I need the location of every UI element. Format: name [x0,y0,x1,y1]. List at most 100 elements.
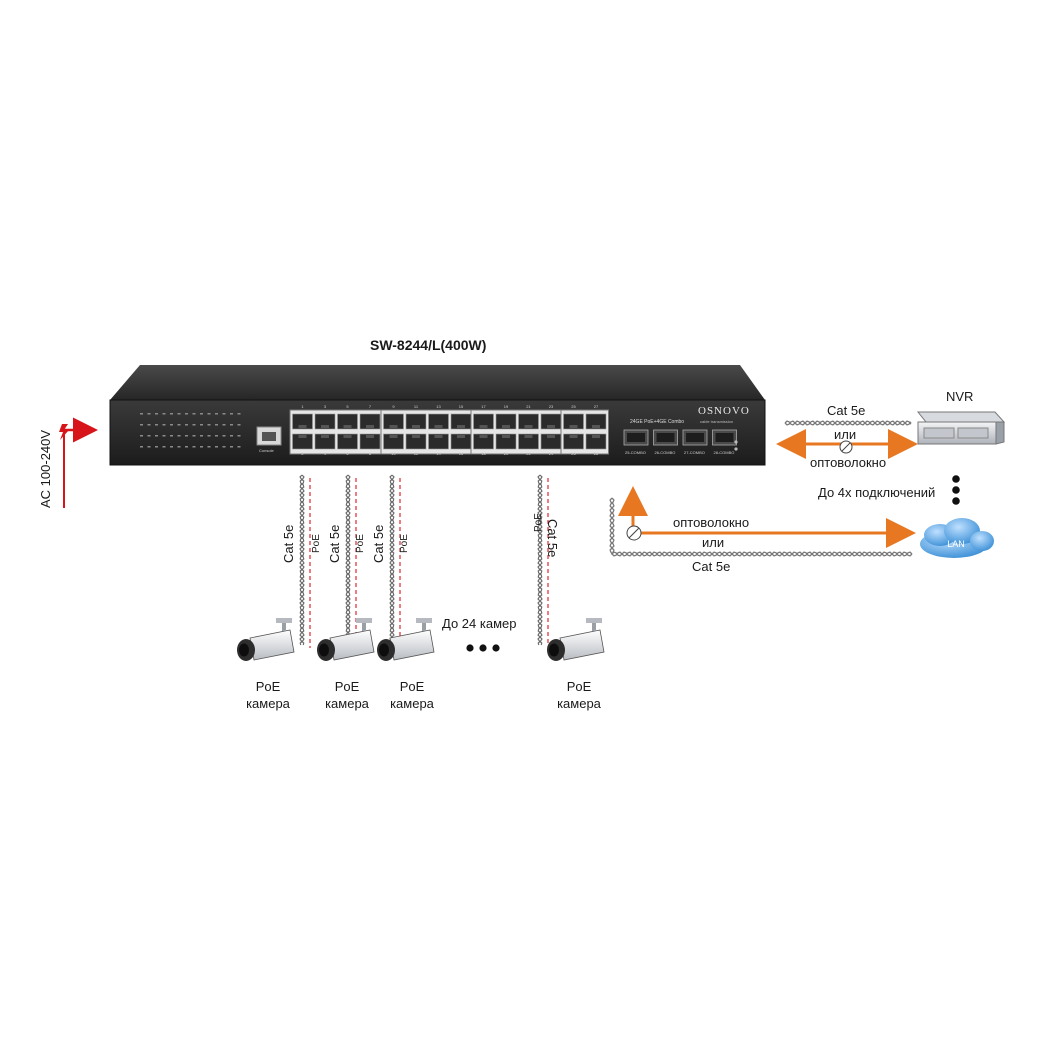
cat5e-cable [537,474,543,646]
status-led [215,435,218,437]
lan-cloud-label: LAN [947,539,965,549]
status-led [147,435,151,437]
rj45-port-tab [592,435,600,438]
port-number-top: 11 [413,404,419,409]
camera-body [249,629,295,661]
nvr-device [916,411,1006,445]
power-label: AC 100-240V [38,429,53,508]
dot [479,644,487,652]
status-led [230,413,233,415]
port-number-bottom: 8 [368,451,372,456]
pwr-led [734,447,738,451]
sys-led [734,440,738,444]
camera-lens [549,643,559,657]
status-led [207,446,211,448]
rj45-port-tab [547,425,555,428]
rj45-port-tab [524,425,533,428]
port-number-top: 25 [571,404,576,409]
status-led [200,435,203,437]
rj45-port-tab [298,435,307,438]
rj45-port [359,413,381,430]
poe-label: PoE [399,534,410,553]
status-led [162,435,166,437]
panel-caption: 24GE PoE+4GE Combo [630,419,685,425]
status-led-panel [140,413,241,448]
nvr-cat5e-cable-twist [784,420,912,426]
camera-count-label: До 24 камер [442,616,517,631]
status-led [222,446,226,448]
status-led [222,435,226,437]
lan-cloud-icon: LAN [920,518,994,558]
port-number-bottom: 10 [391,451,396,456]
camera-mount [362,622,366,631]
lightning-icon [59,424,69,440]
cable-type-label: Cat 5e [371,524,386,563]
camera-mount [592,622,596,631]
status-led [230,424,233,426]
rj45-port [473,433,494,450]
port-number-top: 5 [346,404,349,409]
dot [492,644,500,652]
cable-type-label: Cat 5e [545,519,560,558]
rj45-port-tab [389,425,398,428]
camera-mount-base [586,618,602,623]
lan-fiber-label: оптоволокно [673,515,750,530]
combo-port-label: 28-COMBO [713,450,735,455]
status-led [222,424,226,426]
rj45-port-tab [479,425,488,428]
nvr-cable-label: Cat 5e [827,403,866,418]
rj45-port-tab [366,435,374,438]
switch-model-title: SW-8244/L(400W) [370,337,487,353]
brand-tagline: cable transmission [700,419,734,424]
dot [466,644,474,652]
combo-port-label: 27-COMBO [684,450,705,455]
nvr-uplink [776,420,918,459]
sfp-port-slot [656,433,675,442]
ip-camera-icon [317,618,375,661]
rj45-port-tab [298,425,307,428]
status-led [177,446,181,448]
status-led [192,446,196,448]
port-number-top: 27 [593,404,599,409]
status-led [162,424,166,426]
status-led [185,413,188,415]
nvr-top [916,411,1006,423]
port-number-bottom: 4 [323,451,327,456]
status-led [155,435,158,437]
status-led [155,424,158,426]
status-led [170,424,173,426]
status-led [207,424,211,426]
lan-cable-label: Cat 5e [692,559,731,574]
nvr-bay [923,427,955,439]
status-led [140,435,143,437]
rj45-port-tab [389,435,398,438]
status-led [170,413,173,415]
rj45-port [383,413,404,430]
port-number-bottom: 16 [458,451,464,456]
camera-caption-line1: PoE [399,679,425,694]
camera-mount-base [356,618,372,623]
rj45-port-tab [434,435,443,438]
status-led [147,446,151,448]
camera-lens [239,643,249,657]
rj45-port-tab [569,435,578,438]
rj45-port-tab [321,435,329,438]
port-number-bottom: 26 [571,451,576,456]
camera-caption-line2: камера [246,696,290,711]
rj45-port [292,433,313,450]
status-led [200,413,203,415]
status-led [140,413,143,415]
status-led [200,446,203,448]
nvr-bay [957,427,989,439]
rj45-port [314,433,336,450]
rj45-port [563,413,584,430]
lan-or-label: или [702,535,725,550]
camera-caption-line1: PoE [334,679,360,694]
rj45-port [405,413,427,430]
combo-port-label: 25-COMBO [625,450,646,455]
dot [952,475,960,483]
port-number-bottom: 12 [413,451,419,456]
ip-camera-icon [377,618,435,661]
cat5e-cable [389,474,395,646]
